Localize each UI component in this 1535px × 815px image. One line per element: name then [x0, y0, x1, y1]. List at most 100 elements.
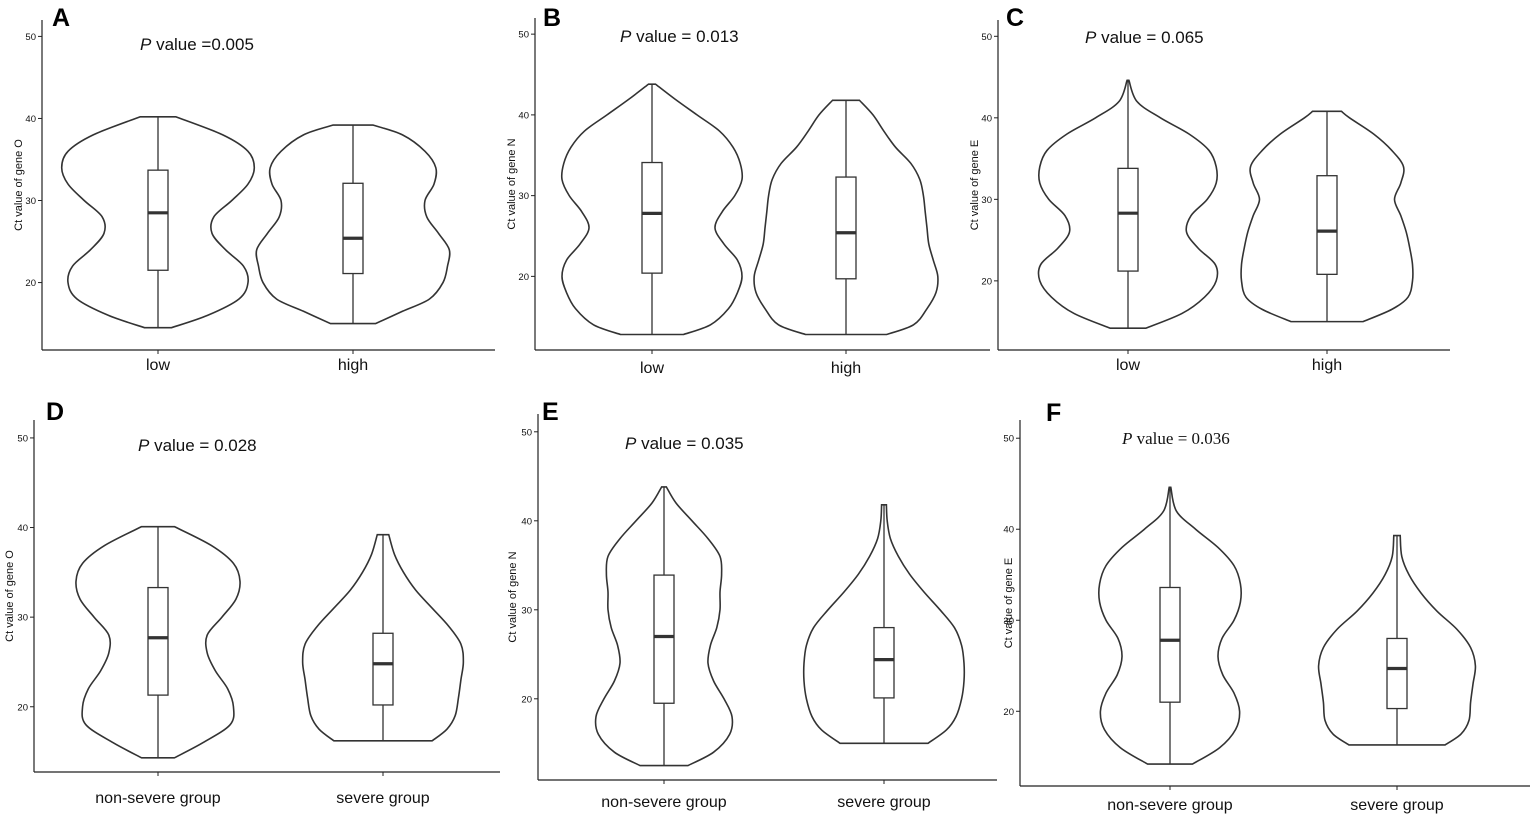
y-tick-label: 20 — [518, 272, 529, 283]
panel-letter: F — [1046, 399, 1061, 427]
violin-high — [255, 124, 451, 325]
y-tick-label: 20 — [17, 702, 28, 713]
violin-chart-a: A P value =0.005 20 30 40 50 Ct value of gene … — [13, 4, 495, 374]
violin-non-severe-group — [1097, 486, 1243, 765]
y-tick-label: 50 — [981, 32, 992, 43]
x-tick-label: high — [338, 357, 368, 374]
p-value-symbol: P — [1121, 429, 1132, 448]
y-tick-label: 40 — [518, 110, 529, 121]
violin-high — [1240, 110, 1414, 323]
violin-severe-group — [802, 503, 966, 745]
y-tick-label: 30 — [521, 605, 532, 616]
y-tick-label: 50 — [521, 427, 532, 438]
violin-chart-b: B P value = 0.013 20 30 40 50 Ct value of gene… — [506, 4, 990, 377]
box-iqr — [1316, 175, 1338, 275]
violin-severe-group — [1317, 534, 1477, 746]
violin-chart-e: E P value = 0.035 20 30 40 50 Ct value of gene… — [507, 398, 997, 811]
violin-non-severe-group — [594, 486, 734, 767]
p-value-symbol: P — [620, 27, 632, 46]
box-iqr — [372, 632, 394, 706]
panel-letter: B — [543, 4, 561, 32]
x-tick-label: severe group — [1350, 797, 1443, 814]
violin-low — [560, 83, 744, 336]
y-axis-label: Ct value of gene N — [507, 551, 519, 642]
p-value-text: value = 0.028 — [149, 436, 256, 455]
p-value-symbol: P — [1085, 28, 1097, 47]
violin-high — [753, 99, 939, 336]
y-tick-label: 40 — [25, 114, 36, 125]
y-axis-label: Ct value of gene O — [13, 139, 25, 231]
x-tick-label: low — [146, 357, 170, 374]
p-value-annotation: P value = 0.028 — [138, 436, 257, 455]
p-value-symbol: P — [138, 436, 150, 455]
p-value-text: value = 0.065 — [1096, 28, 1203, 47]
x-tick-label: low — [1116, 357, 1140, 374]
y-tick-label: 40 — [1003, 525, 1014, 536]
x-tick-label: high — [1312, 357, 1342, 374]
y-tick-label: 40 — [981, 113, 992, 124]
panel-letter: E — [542, 398, 559, 426]
x-tick-label: low — [640, 360, 664, 377]
panel-letter: D — [46, 398, 64, 426]
violin-severe-group — [301, 533, 465, 742]
x-tick-label: non-severe group — [1107, 797, 1233, 814]
box-iqr — [342, 182, 364, 275]
y-tick-label: 40 — [17, 523, 28, 534]
box-iqr — [1159, 586, 1181, 703]
violin-low — [60, 116, 256, 329]
y-tick-label: 30 — [17, 613, 28, 624]
y-tick-label: 50 — [25, 32, 36, 43]
p-value-annotation: P value = 0.035 — [625, 434, 744, 453]
box-iqr — [147, 169, 169, 271]
x-tick-label: high — [831, 360, 861, 377]
y-axis-label: Ct value of gene N — [506, 138, 518, 229]
x-tick-label: non-severe group — [95, 790, 221, 807]
panel-e: E P value = 0.035 20 30 40 50 Ct value of gene… — [507, 398, 997, 811]
p-value-text: value = 0.013 — [631, 27, 738, 46]
panel-a: A P value =0.005 20 30 40 50 Ct value of gene … — [0, 0, 505, 395]
box-iqr — [147, 586, 169, 696]
y-axis-label: Ct value of gene O — [4, 550, 16, 642]
p-value-text: value = 0.036 — [1132, 429, 1229, 448]
violin-chart-d: D P value = 0.028 20 30 40 50 Ct value of gene… — [4, 398, 500, 807]
y-tick-label: 40 — [521, 516, 532, 527]
p-value-annotation: P value = 0.036 — [1121, 429, 1230, 448]
y-tick-label: 20 — [521, 694, 532, 705]
panel-letter: C — [1006, 4, 1024, 32]
x-tick-label: non-severe group — [601, 794, 727, 811]
panel-d: D P value = 0.028 20 30 40 50 Ct value of gene… — [0, 0, 505, 815]
y-tick-label: 30 — [1003, 616, 1014, 627]
y-axis-label: Ct value of gene E — [969, 140, 981, 231]
y-tick-label: 50 — [17, 433, 28, 444]
box-iqr — [653, 574, 675, 704]
x-tick-label: severe group — [837, 794, 930, 811]
p-value-symbol: P — [625, 434, 637, 453]
violin-low — [1037, 79, 1219, 329]
x-tick-label: severe group — [336, 790, 429, 807]
p-value-text: value = 0.035 — [636, 434, 743, 453]
panel-b: B P value = 0.013 20 30 40 50 Ct value of gene… — [0, 0, 1000, 395]
y-tick-label: 30 — [25, 196, 36, 207]
box-iqr — [835, 176, 857, 280]
panel-letter: A — [52, 4, 70, 32]
violin-non-severe-group — [75, 525, 241, 759]
y-tick-label: 20 — [981, 276, 992, 287]
p-value-annotation: P value = 0.013 — [620, 27, 739, 46]
p-value-symbol: P — [140, 35, 152, 54]
p-value-annotation: P value = 0.065 — [1085, 28, 1204, 47]
y-tick-label: 50 — [1003, 434, 1014, 445]
box-iqr — [1386, 637, 1408, 710]
p-value-text: value =0.005 — [151, 35, 254, 54]
box-iqr — [641, 161, 663, 274]
box-iqr — [873, 626, 895, 699]
y-tick-label: 20 — [1003, 707, 1014, 718]
y-tick-label: 20 — [25, 278, 36, 289]
box-iqr — [1117, 167, 1139, 272]
y-tick-label: 30 — [518, 191, 529, 202]
y-axis-label: Ct value of gene E — [1003, 558, 1015, 649]
panel-c: C P value = 0.065 20 30 40 50 Ct value of gene… — [0, 0, 1535, 395]
y-tick-label: 50 — [518, 30, 529, 41]
